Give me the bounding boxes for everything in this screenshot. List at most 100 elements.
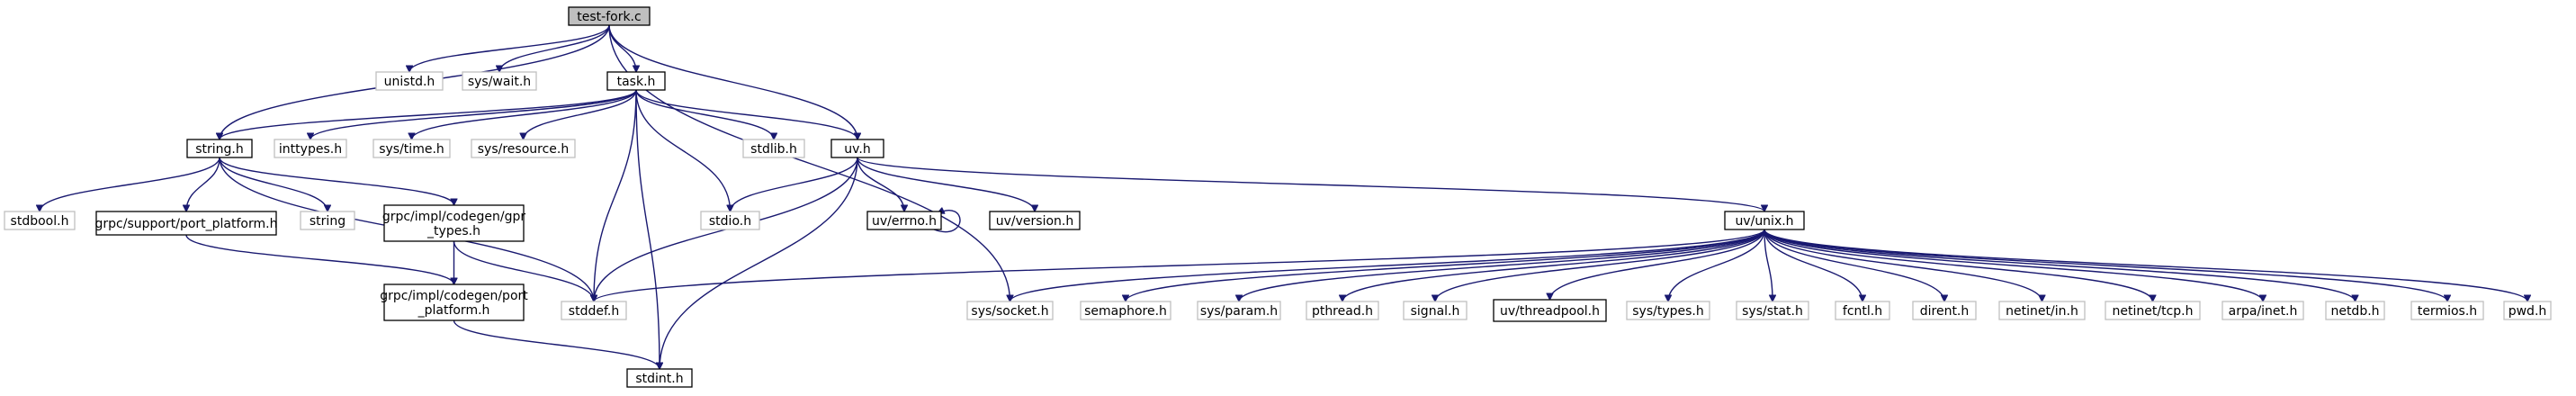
- dependency-edge: [185, 234, 454, 284]
- node-box: [2221, 301, 2304, 320]
- node-uv-unix-h[interactable]: uv/unix.h: [1724, 211, 1805, 230]
- dependency-edge: [857, 157, 1764, 212]
- node-box: [561, 301, 627, 320]
- node-pthread-h: pthread.h: [1306, 301, 1379, 320]
- node-label: uv/version.h: [996, 214, 1073, 229]
- dependency-edge: [857, 157, 904, 212]
- dependency-edge: [1764, 229, 2263, 302]
- node-box: [95, 211, 277, 236]
- node-string-h[interactable]: string.h: [186, 139, 253, 158]
- dependency-edge: [660, 157, 858, 369]
- node-label: dirent.h: [1920, 304, 1970, 319]
- node-box: [462, 71, 537, 91]
- node-box: [2325, 301, 2385, 320]
- node-unistd-h: unistd.h: [375, 71, 444, 91]
- dependency-edge: [933, 211, 961, 233]
- node-label: grpc/impl/codegen/gpr: [382, 210, 526, 224]
- node-box: [966, 301, 1054, 320]
- dependency-edge: [1764, 229, 2447, 302]
- dependency-edge: [1764, 229, 1944, 302]
- dependency-edge: [635, 89, 660, 369]
- node-label: termios.h: [2418, 304, 2477, 319]
- node-label: test-fork.c: [577, 10, 641, 24]
- node-label: uv/unix.h: [1735, 214, 1793, 229]
- node-stdint-h[interactable]: stdint.h: [626, 368, 693, 388]
- dependency-edge: [635, 89, 731, 212]
- node-label: signal.h: [1411, 304, 1460, 319]
- node-arpa-inet-h: arpa/inet.h: [2221, 301, 2304, 320]
- dependency-edge: [594, 229, 1765, 302]
- node-label: stdio.h: [709, 214, 751, 229]
- dependency-edge: [219, 157, 454, 205]
- dependency-edge: [412, 89, 637, 140]
- node-stdbool-h: stdbool.h: [4, 211, 76, 230]
- node-label: grpc/support/port_platform.h: [95, 217, 278, 231]
- node-label: _platform.h: [417, 303, 490, 318]
- node-box: [1493, 299, 1607, 322]
- node-uv-version-h[interactable]: uv/version.h: [989, 211, 1081, 230]
- node-box: [989, 211, 1081, 230]
- node-port-platform-h[interactable]: grpc/support/port_platform.h: [95, 211, 278, 236]
- node-label: stdint.h: [635, 372, 683, 386]
- dependency-edge: [635, 89, 857, 140]
- node-box: [1998, 301, 2086, 320]
- node-semaphore-h: semaphore.h: [1080, 301, 1171, 320]
- dependency-edge: [1764, 229, 2042, 302]
- node-codegen-port-platform-h[interactable]: grpc/impl/codegen/port_platform.h: [380, 284, 528, 321]
- node-label: sys/types.h: [1632, 304, 1703, 319]
- node-label: uv.h: [844, 142, 870, 157]
- node-uv-h[interactable]: uv.h: [830, 139, 884, 158]
- dependency-edge: [857, 157, 1035, 212]
- node-stdio-h: stdio.h: [700, 211, 760, 230]
- node-stddef-h: stddef.h: [561, 301, 627, 320]
- node-label: _types.h: [426, 224, 480, 238]
- node-sys-time-h: sys/time.h: [372, 139, 451, 158]
- dependency-edge: [499, 24, 610, 72]
- node-string-ext: string: [300, 211, 355, 230]
- dependency-edge: [453, 320, 660, 369]
- node-stdlib-h: stdlib.h: [742, 139, 805, 158]
- dependency-edge: [635, 89, 774, 140]
- dependency-edge: [1435, 229, 1765, 302]
- node-box: [568, 6, 651, 26]
- node-dirent-h: dirent.h: [1912, 301, 1977, 320]
- node-label: stddef.h: [569, 304, 619, 319]
- node-gpr-types-h[interactable]: grpc/impl/codegen/gpr_types.h: [382, 204, 526, 242]
- node-uv-threadpool-h[interactable]: uv/threadpool.h: [1493, 299, 1607, 322]
- node-box: [1306, 301, 1379, 320]
- node-task-h[interactable]: task.h: [606, 71, 666, 91]
- node-sys-socket-h: sys/socket.h: [966, 301, 1054, 320]
- dependency-edge: [731, 157, 858, 212]
- node-label: stdlib.h: [750, 142, 797, 157]
- node-sys-types-h: sys/types.h: [1626, 301, 1710, 320]
- node-box: [700, 211, 760, 230]
- dependency-edge: [409, 24, 610, 72]
- node-test-fork-c[interactable]: test-fork.c: [568, 6, 651, 26]
- node-box: [375, 71, 444, 91]
- node-label: string: [310, 214, 346, 229]
- dependency-edge: [1764, 229, 2356, 302]
- node-box: [1080, 301, 1171, 320]
- node-box: [1626, 301, 1710, 320]
- node-label: stdbool.h: [11, 214, 69, 229]
- node-label: sys/wait.h: [468, 75, 531, 89]
- node-box: [626, 368, 693, 388]
- dependency-edge: [220, 89, 637, 140]
- node-label: netinet/tcp.h: [2113, 304, 2194, 319]
- node-label: string.h: [195, 142, 244, 157]
- node-label: unistd.h: [384, 75, 435, 89]
- node-pwd-h: pwd.h: [2503, 301, 2552, 320]
- dependency-edge: [1764, 229, 2153, 302]
- node-uv-errno-h[interactable]: uv/errno.h: [866, 211, 942, 230]
- node-label: sys/stat.h: [1742, 304, 1803, 319]
- dependency-edge: [524, 89, 637, 140]
- node-box: [383, 204, 525, 242]
- node-box: [1724, 211, 1805, 230]
- dependency-edge: [1764, 229, 2527, 302]
- node-box: [830, 139, 884, 158]
- node-box: [186, 139, 253, 158]
- node-label: arpa/inet.h: [2229, 304, 2298, 319]
- node-label: sys/time.h: [379, 142, 444, 157]
- node-box: [1736, 301, 1809, 320]
